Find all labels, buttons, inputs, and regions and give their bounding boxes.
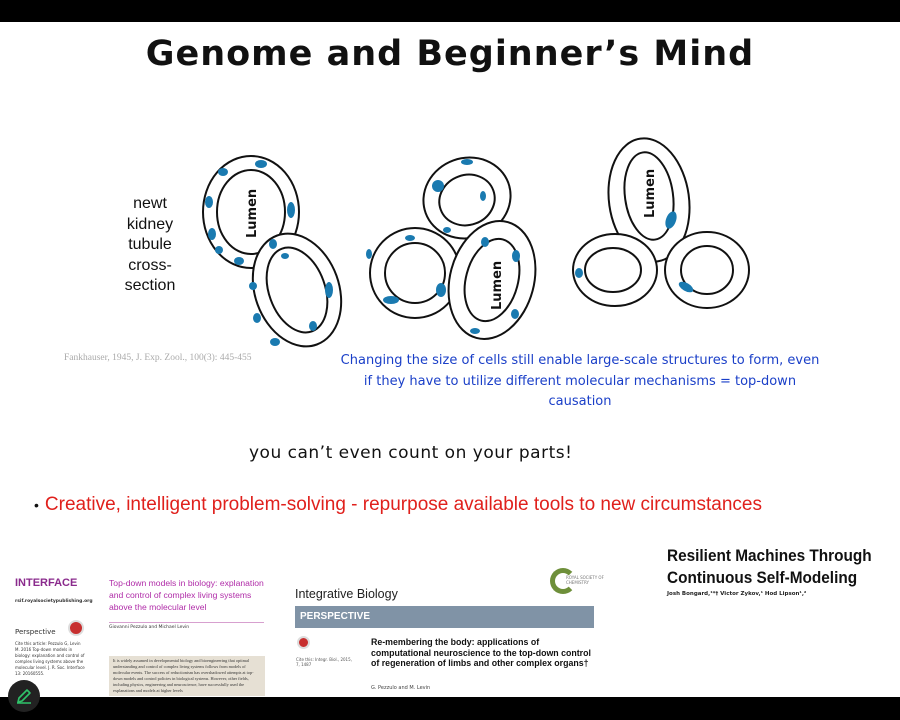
kidney-tubule-diagram: Lumen Lumen Lumen xyxy=(202,137,750,348)
publisher-name: ROYAL SOCIETY OF CHEMISTRY xyxy=(566,575,604,585)
paper-title: Top-down models in biology: explanation … xyxy=(109,578,264,612)
journal-url: rsif.royalsocietypublishing.org xyxy=(15,599,93,604)
figure-caption: Changing the size of cells still enable … xyxy=(340,353,820,409)
bottom-black-bar xyxy=(0,697,900,720)
journal-name: INTERFACE xyxy=(15,577,78,589)
parts-statement: you can’t even count on your parts! xyxy=(249,443,573,463)
annotate-pen-button[interactable] xyxy=(8,680,40,712)
lumen-label: Lumen xyxy=(643,169,658,218)
bullet-text: Creative, intelligent problem-solving - … xyxy=(44,494,762,515)
paper-title-line-2: Continuous Self-Modeling xyxy=(667,569,858,587)
pencil-icon xyxy=(17,689,31,704)
paper-interface-thumbnail: INTERFACE rsif.royalsocietypublishing.or… xyxy=(10,572,265,696)
paper-integrative-biology-thumbnail: ROYAL SOCIETY OF CHEMISTRY Integrative B… xyxy=(294,565,604,695)
lumen-label: Lumen xyxy=(490,261,505,310)
figure-citation: Fankhauser, 1945, J. Exp. Zool., 100(3):… xyxy=(64,353,252,363)
paper-cite: Cite this article: Pezzulo G, Levin M. 2… xyxy=(15,641,85,676)
paper-title-line-1: Resilient Machines Through xyxy=(667,547,872,565)
lumen-label: Lumen xyxy=(245,189,260,238)
paper-section: PERSPECTIVE xyxy=(295,606,594,628)
paper-authors: Josh Bongard,¹*† Victor Zykov,¹ Hod Lips… xyxy=(667,591,807,597)
paper-resilient-machines-thumbnail: Resilient Machines Through Continuous Se… xyxy=(667,545,897,597)
bullet-dot: • xyxy=(34,497,39,513)
figure-label: newt kidney tubule cross-section xyxy=(124,195,176,294)
paper-authors: Giovanni Pezzulo and Michael Levin xyxy=(109,622,264,630)
paper-abstract: It is widely assumed in developmental bi… xyxy=(109,656,265,696)
journal-name: Integrative Biology xyxy=(295,587,398,601)
tubule-1 xyxy=(202,155,343,348)
top-black-bar xyxy=(0,0,900,22)
tubule-2 xyxy=(369,156,537,340)
slide-title: Genome and Beginner’s Mind xyxy=(145,34,755,74)
tubule-3 xyxy=(572,137,750,309)
nuclei xyxy=(205,159,694,346)
rsc-logo-icon xyxy=(550,568,576,594)
paper-authors: G. Pezzulo and M. Levin xyxy=(371,685,431,691)
paper-section: Perspective xyxy=(15,628,56,636)
crossmark-icon xyxy=(68,620,84,636)
bullet-point: • Creative, intelligent problem-solving -… xyxy=(34,494,762,516)
paper-cite: Cite this: Integr. Biol., 2015, 7, 1487 xyxy=(296,657,352,667)
paper-title: Re-membering the body: applications of c… xyxy=(371,637,591,668)
crossmark-icon xyxy=(297,636,310,649)
